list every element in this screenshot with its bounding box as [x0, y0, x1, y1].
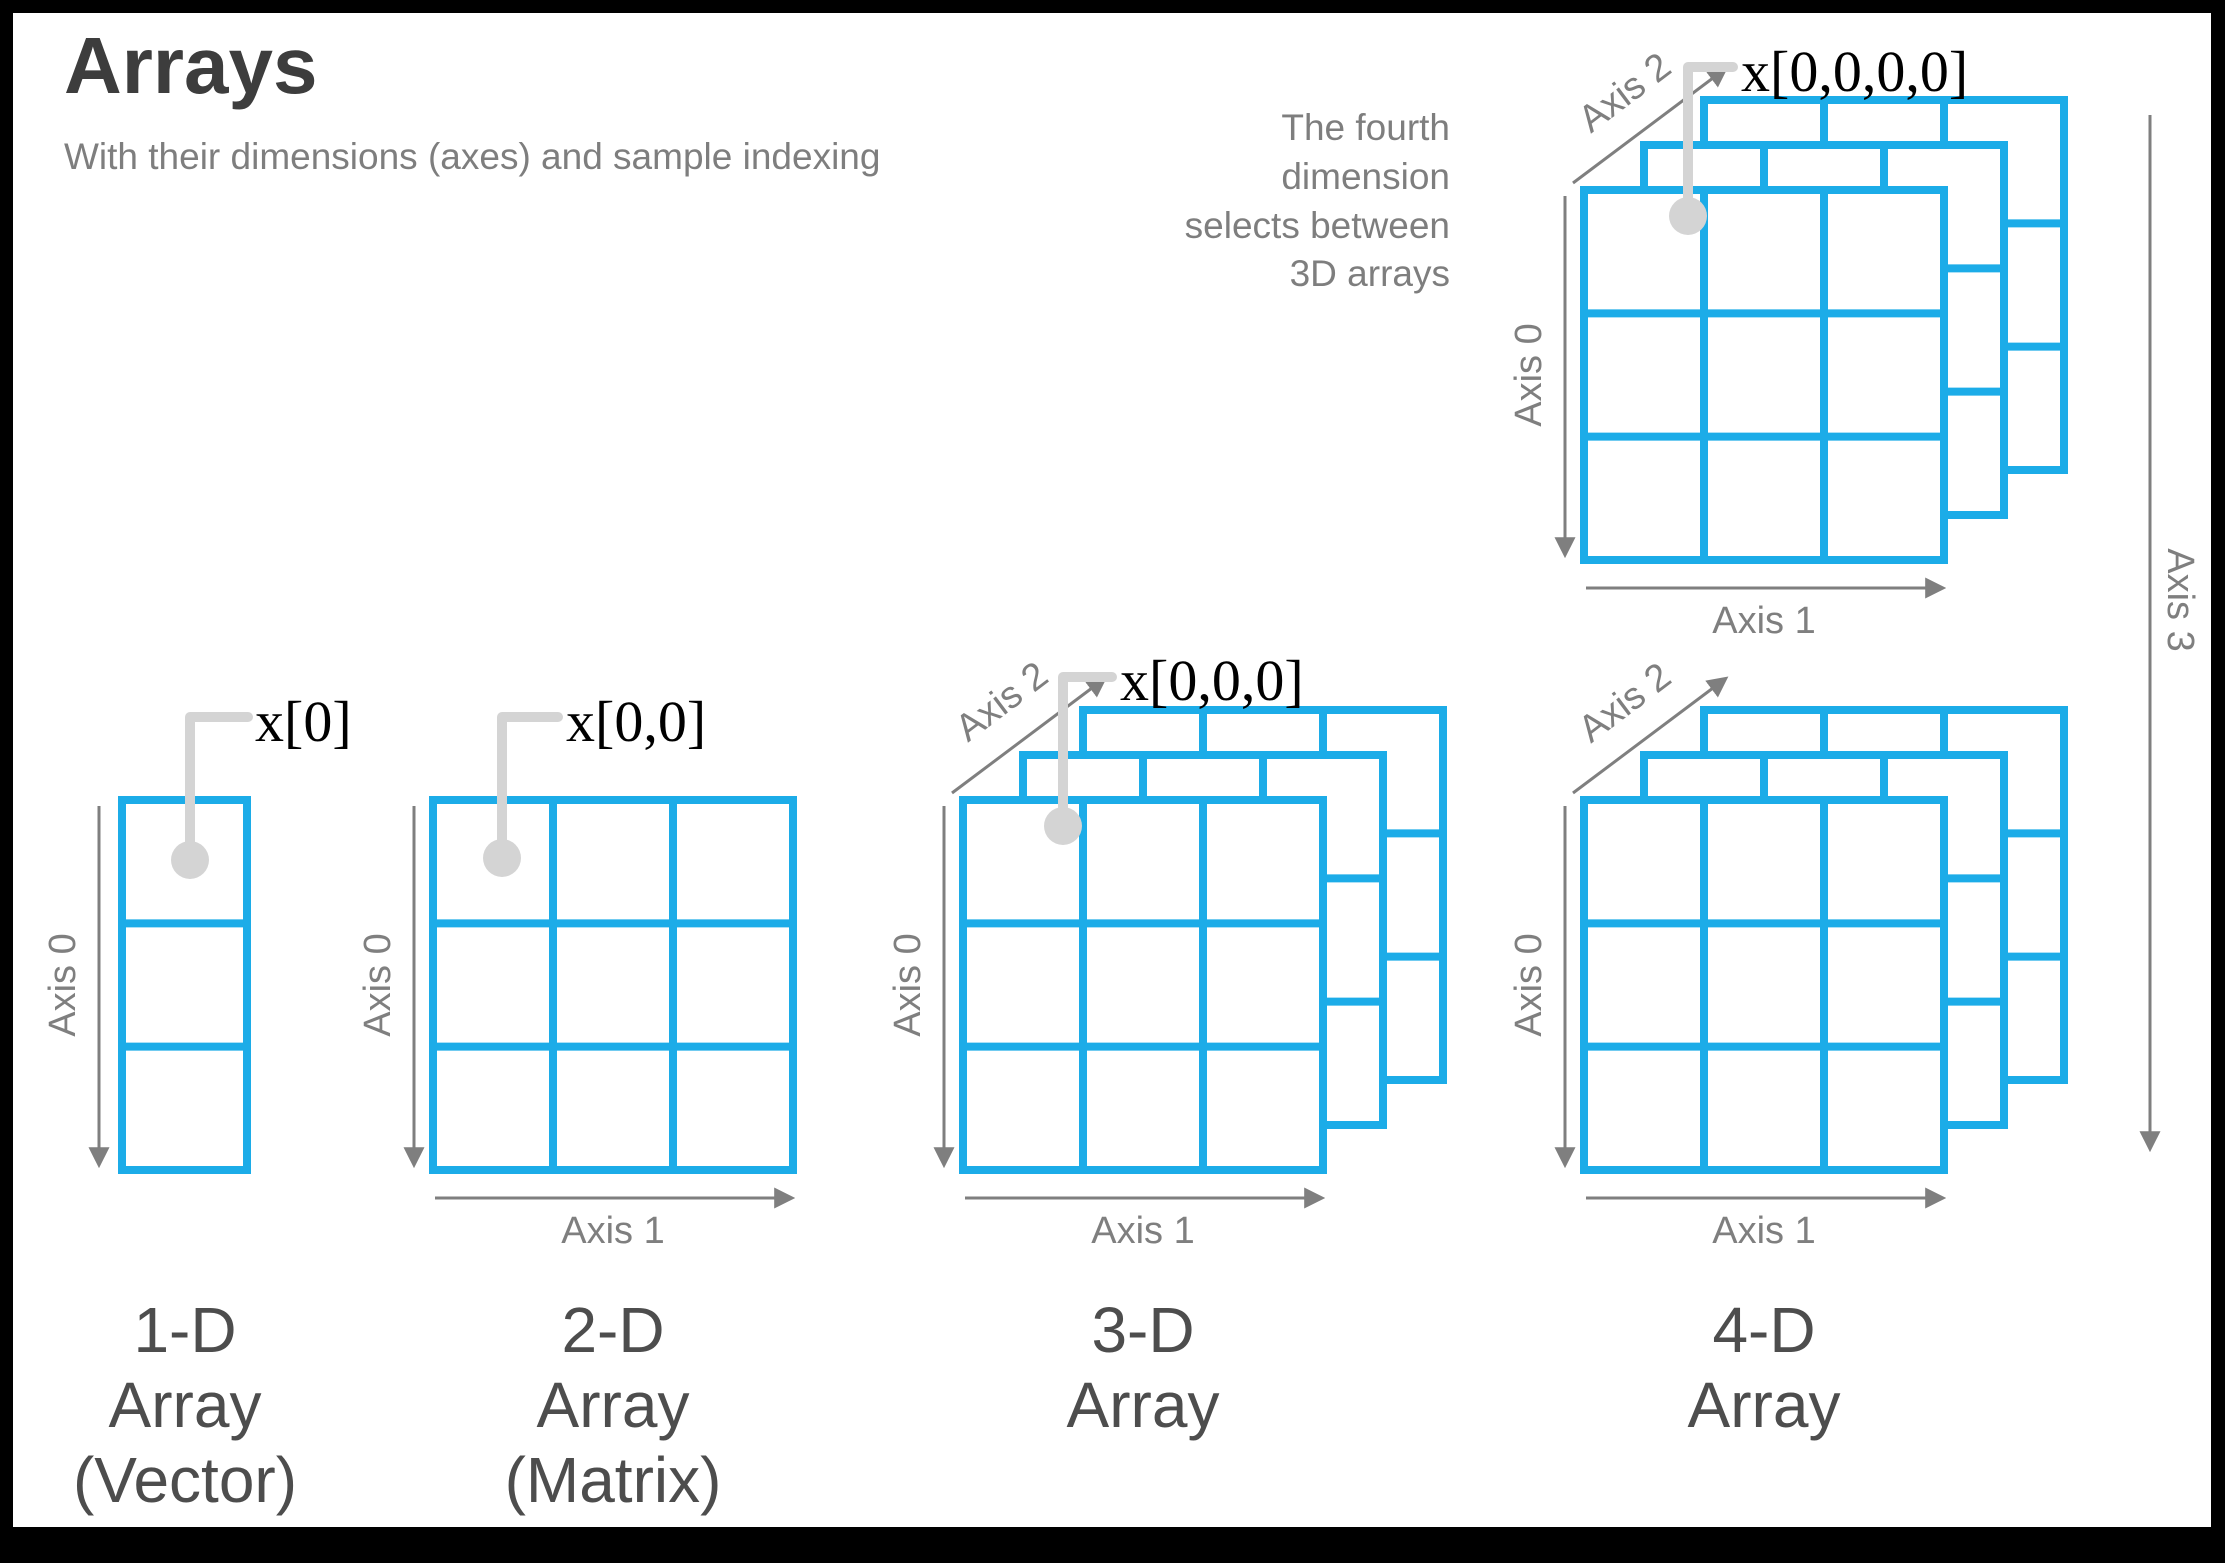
page-title: Arrays [64, 21, 318, 110]
caption-2d-array: 2-D Array (Matrix) [504, 1294, 722, 1516]
fourth-dimension-note: The fourth dimension selects between 3D … [1184, 107, 1450, 295]
caption-1d-array: 1-D Array (Vector) [72, 1294, 298, 1516]
caption-3d-array: 3-D Array [1066, 1294, 1220, 1441]
caption-4d-array: 4-D Array [1687, 1294, 1841, 1441]
page-subtitle: With their dimensions (axes) and sample … [64, 136, 881, 177]
